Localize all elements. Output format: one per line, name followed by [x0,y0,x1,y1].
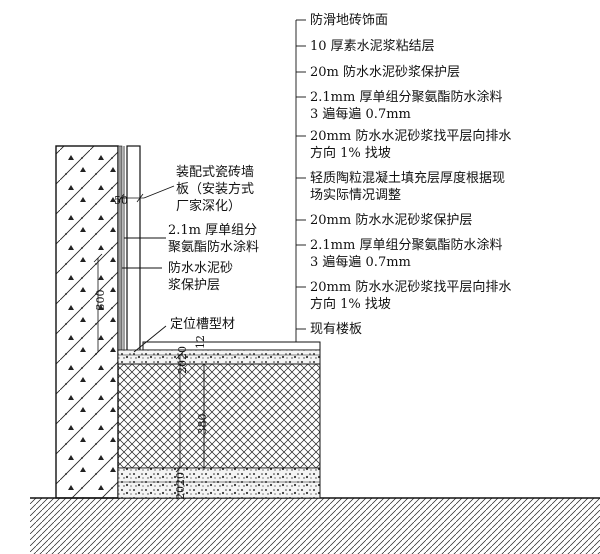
right-callout-4-line-1: 2.1mm 厚单组分聚氨酯防水涂料 [310,89,502,105]
dimension-marks [93,193,205,498]
left-callout-1-line-3: 厂家深化） [176,198,241,214]
right-callout-5-line-1: 20mm 防水水泥砂浆找平层向排水 [310,128,511,144]
upper-mortar-layers [117,349,321,365]
right-callout-10: 现有楼板 [310,322,362,337]
right-callout-6-line-2: 场实际情况调整 [310,188,401,203]
lower-mortar-layers [117,467,321,499]
dim-wall-height: 300 [94,290,107,311]
ceramsite-concrete-fill [117,363,321,469]
right-callout-8-line-2: 3 遍每遍 0.7mm [310,254,411,270]
left-callout-4: 定位槽型材 [170,317,235,332]
left-callout-2-line-2: 聚氨酯防水涂料 [168,239,259,255]
dim-bottom-layers: 2020 [174,472,187,500]
right-callout-2: 10 厚素水泥浆粘结层 [310,39,435,54]
right-callout-7: 20mm 防水水泥砂浆保护层 [310,212,472,228]
right-callout-6-line-1: 轻质陶粒混凝土填充层厚度根据现 [310,170,505,186]
right-callout-1: 防滑地砖饰面 [310,12,388,28]
right-callout-8-line-1: 2.1mm 厚单组分聚氨酯防水涂料 [310,237,502,253]
left-callout-2-line-1: 2.1m 厚单组分 [168,223,257,238]
concrete-wall [55,145,119,499]
wall-waterproof-layer [117,145,123,353]
right-callout-9-line-1: 20mm 防水水泥砂浆找平层向排水 [310,279,511,295]
left-callout-3-line-2: 浆保护层 [168,278,220,293]
tile-wall-panel [126,145,141,353]
left-leader-lines [122,185,175,353]
dim-wall-panel: 50 [114,194,128,207]
anti-slip-tile-finish [142,341,321,351]
right-callout-5-line-2: 方向 1% 找坡 [310,145,391,161]
right-callout-9-line-2: 方向 1% 找坡 [310,296,391,312]
right-callout-4-line-2: 3 遍每遍 0.7mm [310,106,411,122]
left-callout-3-line-1: 防水水泥砂 [168,260,233,276]
dim-slot: 12 [194,335,207,349]
dim-fill: 380 [196,414,209,435]
right-leader-lines [295,19,306,342]
left-callout-1-line-2: 板（安装方式 [176,181,254,197]
left-callout-1-line-1: 装配式瓷砖墙 [176,165,254,180]
right-callout-3: 20m 防水水泥砂浆保护层 [310,64,460,80]
dim-top-layers: 2020 [176,346,189,374]
existing-slab [30,498,600,554]
